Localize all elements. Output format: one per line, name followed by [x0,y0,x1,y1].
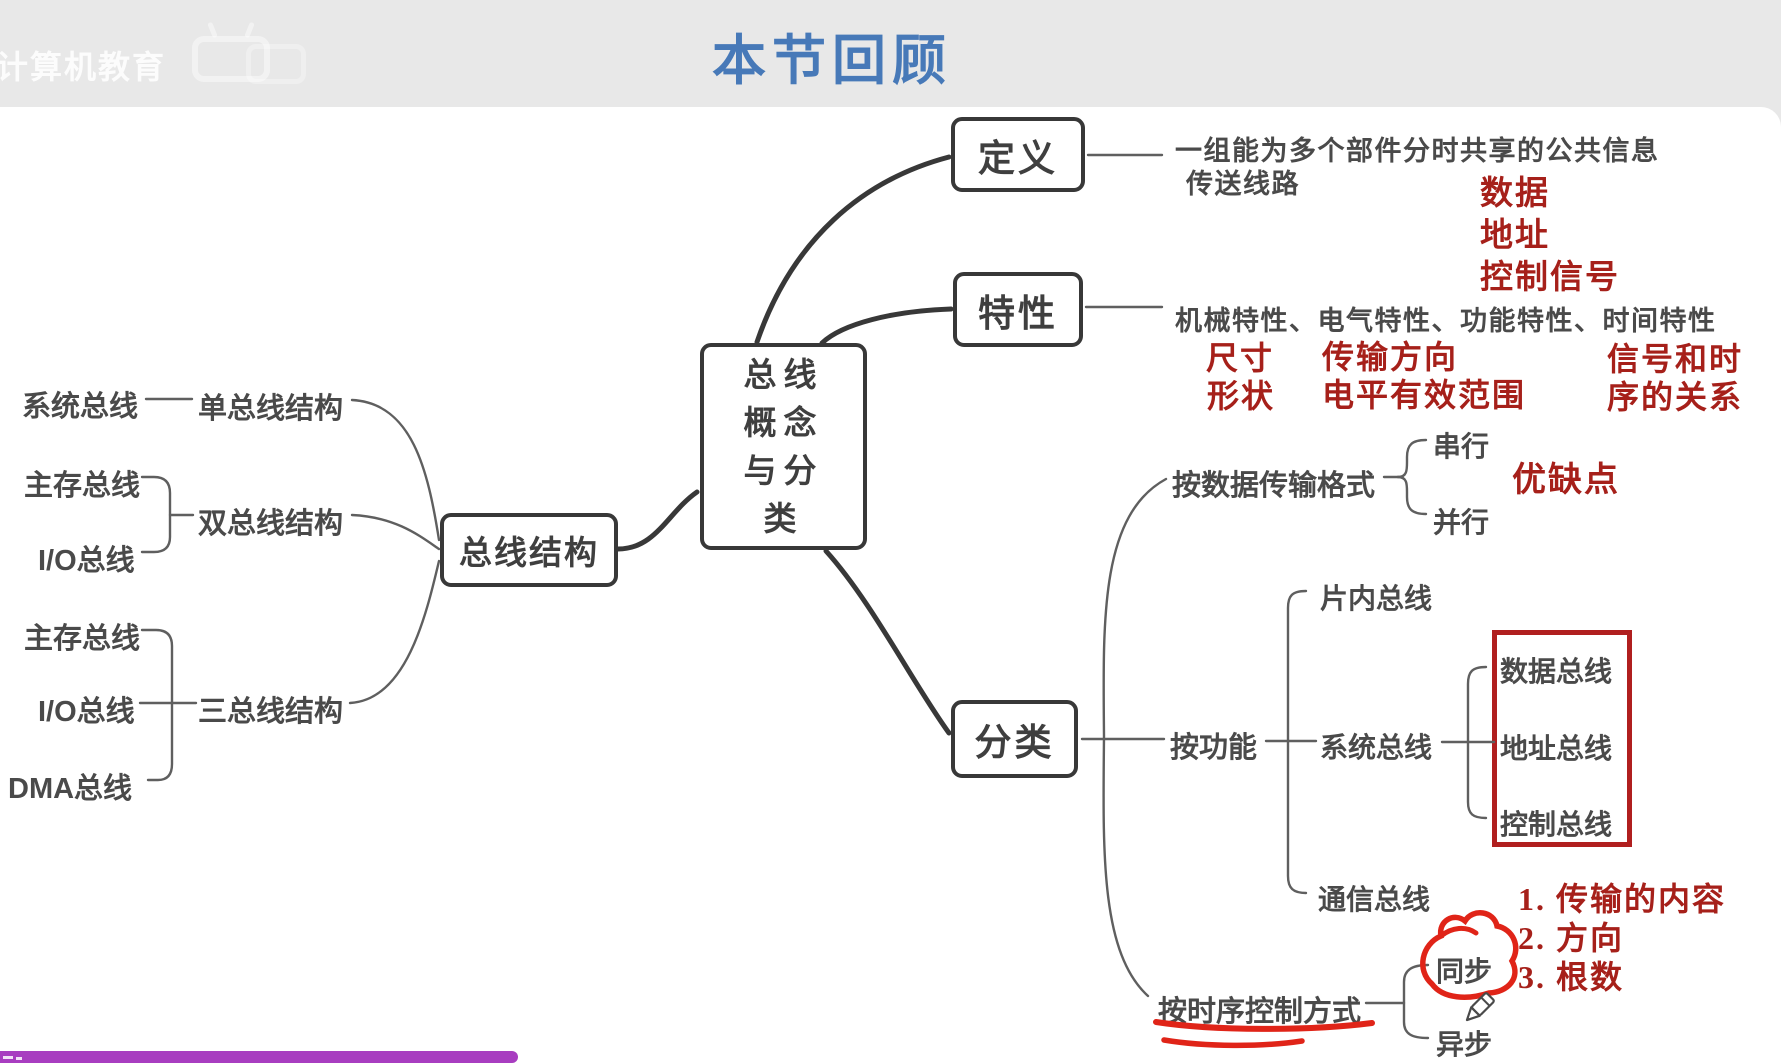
bus-label: 主存总线 [24,470,141,502]
structure-label: 双总线结构 [198,508,344,540]
watermark-text: 计算机教育 [0,49,167,85]
node-central: 总线 概念 与分 类 [700,343,867,550]
definition-text-line1: 一组能为多个部件分时共享的公共信息 [1175,136,1660,166]
node-bus-structure: 总线结构 [440,513,618,587]
synchronous-label: 同步 [1436,956,1493,987]
note-signal-timing-1: 信号和时 [1607,341,1744,377]
address-bus-label: 地址总线 [1500,733,1613,764]
progress-marker [3,1056,13,1059]
note-data: 数据 [1480,176,1550,212]
central-line: 类 [763,499,804,537]
bus-label: I/O总线 [38,696,135,728]
bus-label: DMA总线 [8,773,133,805]
node-definition: 定义 [951,117,1085,192]
structure-label: 单总线结构 [198,393,344,425]
central-line: 总线 [743,355,824,393]
data-bus-label: 数据总线 [1500,656,1613,687]
red-list-item-1: 1. 传输的内容 [1518,881,1727,917]
page-title: 本节回顾 [712,31,952,91]
video-progress-bar[interactable] [0,1051,518,1063]
note-shape: 形状 [1207,378,1276,414]
note-direction: 传输方向 [1322,339,1459,375]
note-level-range: 电平有效范围 [1322,377,1527,413]
red-list-item-2: 2. 方向 [1518,920,1625,956]
communication-bus-label: 通信总线 [1318,884,1431,915]
note-control-signal: 控制信号 [1480,260,1620,296]
note-address: 地址 [1480,218,1550,254]
asynchronous-label: 异步 [1436,1029,1493,1060]
by-format-label: 按数据传输格式 [1172,470,1376,502]
system-bus-label: 系统总线 [1320,732,1433,763]
highlight-box [1492,630,1632,847]
structure-label: 三总线结构 [198,696,344,728]
serial-label: 串行 [1433,431,1490,462]
red-list-item-3: 3. 根数 [1518,959,1625,995]
bus-label: I/O总线 [38,545,135,577]
parallel-label: 并行 [1433,507,1490,538]
note-pros-cons: 优缺点 [1512,462,1620,499]
bus-label: 系统总线 [22,391,139,423]
central-line: 与分 [743,451,824,489]
control-bus-label: 控制总线 [1500,809,1613,840]
bus-label: 主存总线 [24,623,141,655]
node-characteristics: 特性 [953,272,1083,347]
central-line: 概念 [743,403,824,441]
by-timing-label: 按时序控制方式 [1158,996,1362,1028]
progress-marker [16,1057,22,1060]
definition-text-line2: 传送线路 [1186,169,1300,199]
bilibili-logo-ghost-icon [246,44,306,84]
note-signal-timing-2: 序的关系 [1607,379,1744,415]
note-size: 尺寸 [1206,340,1275,376]
on-chip-bus-label: 片内总线 [1320,583,1433,614]
bilibili-logo-icon [192,36,270,82]
characteristics-text: 机械特性、电气特性、功能特性、时间特性 [1175,306,1717,336]
by-function-label: 按功能 [1170,732,1258,764]
node-classification: 分类 [951,700,1078,778]
